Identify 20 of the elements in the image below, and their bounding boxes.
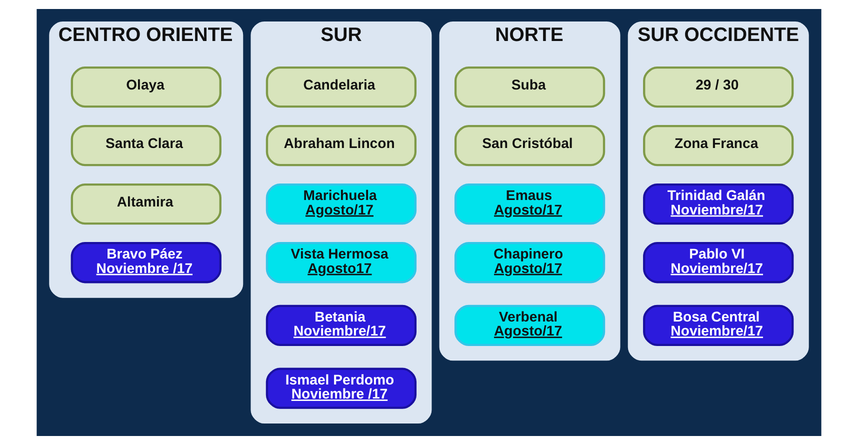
node-box: Chapinero Agosto/17 [454,242,606,283]
node-box: Candelaria [266,66,417,108]
node-box: Ismael Perdomo Noviembre /17 [266,367,417,408]
node-box: Pablo VI Noviembre/17 [643,242,794,283]
node-box: Bravo Páez Noviembre /17 [70,242,222,283]
node-box: 29 / 30 [643,66,794,108]
node-box: Suba [454,66,606,108]
node-box: Verbenal Agosto/17 [454,304,606,346]
node-box: Betania Noviembre/17 [266,304,417,346]
node-box: Vista Hermosa Agosto17 [266,242,417,283]
node-box: Bosa Central Noviembre/17 [643,304,794,346]
node-box: Abraham Lincon [266,124,417,166]
node-box: Trinidad Galán Noviembre/17 [643,182,794,224]
node-box: Zona Franca [643,124,794,166]
node-box: Marichuela Agosto/17 [266,182,417,224]
node-box: Olaya [70,66,222,108]
node-box: Emaus Agosto/17 [454,182,606,224]
node-box: Santa Clara [70,124,222,166]
node-box: San Cristóbal [454,124,606,166]
node-box: Altamira [70,182,222,224]
